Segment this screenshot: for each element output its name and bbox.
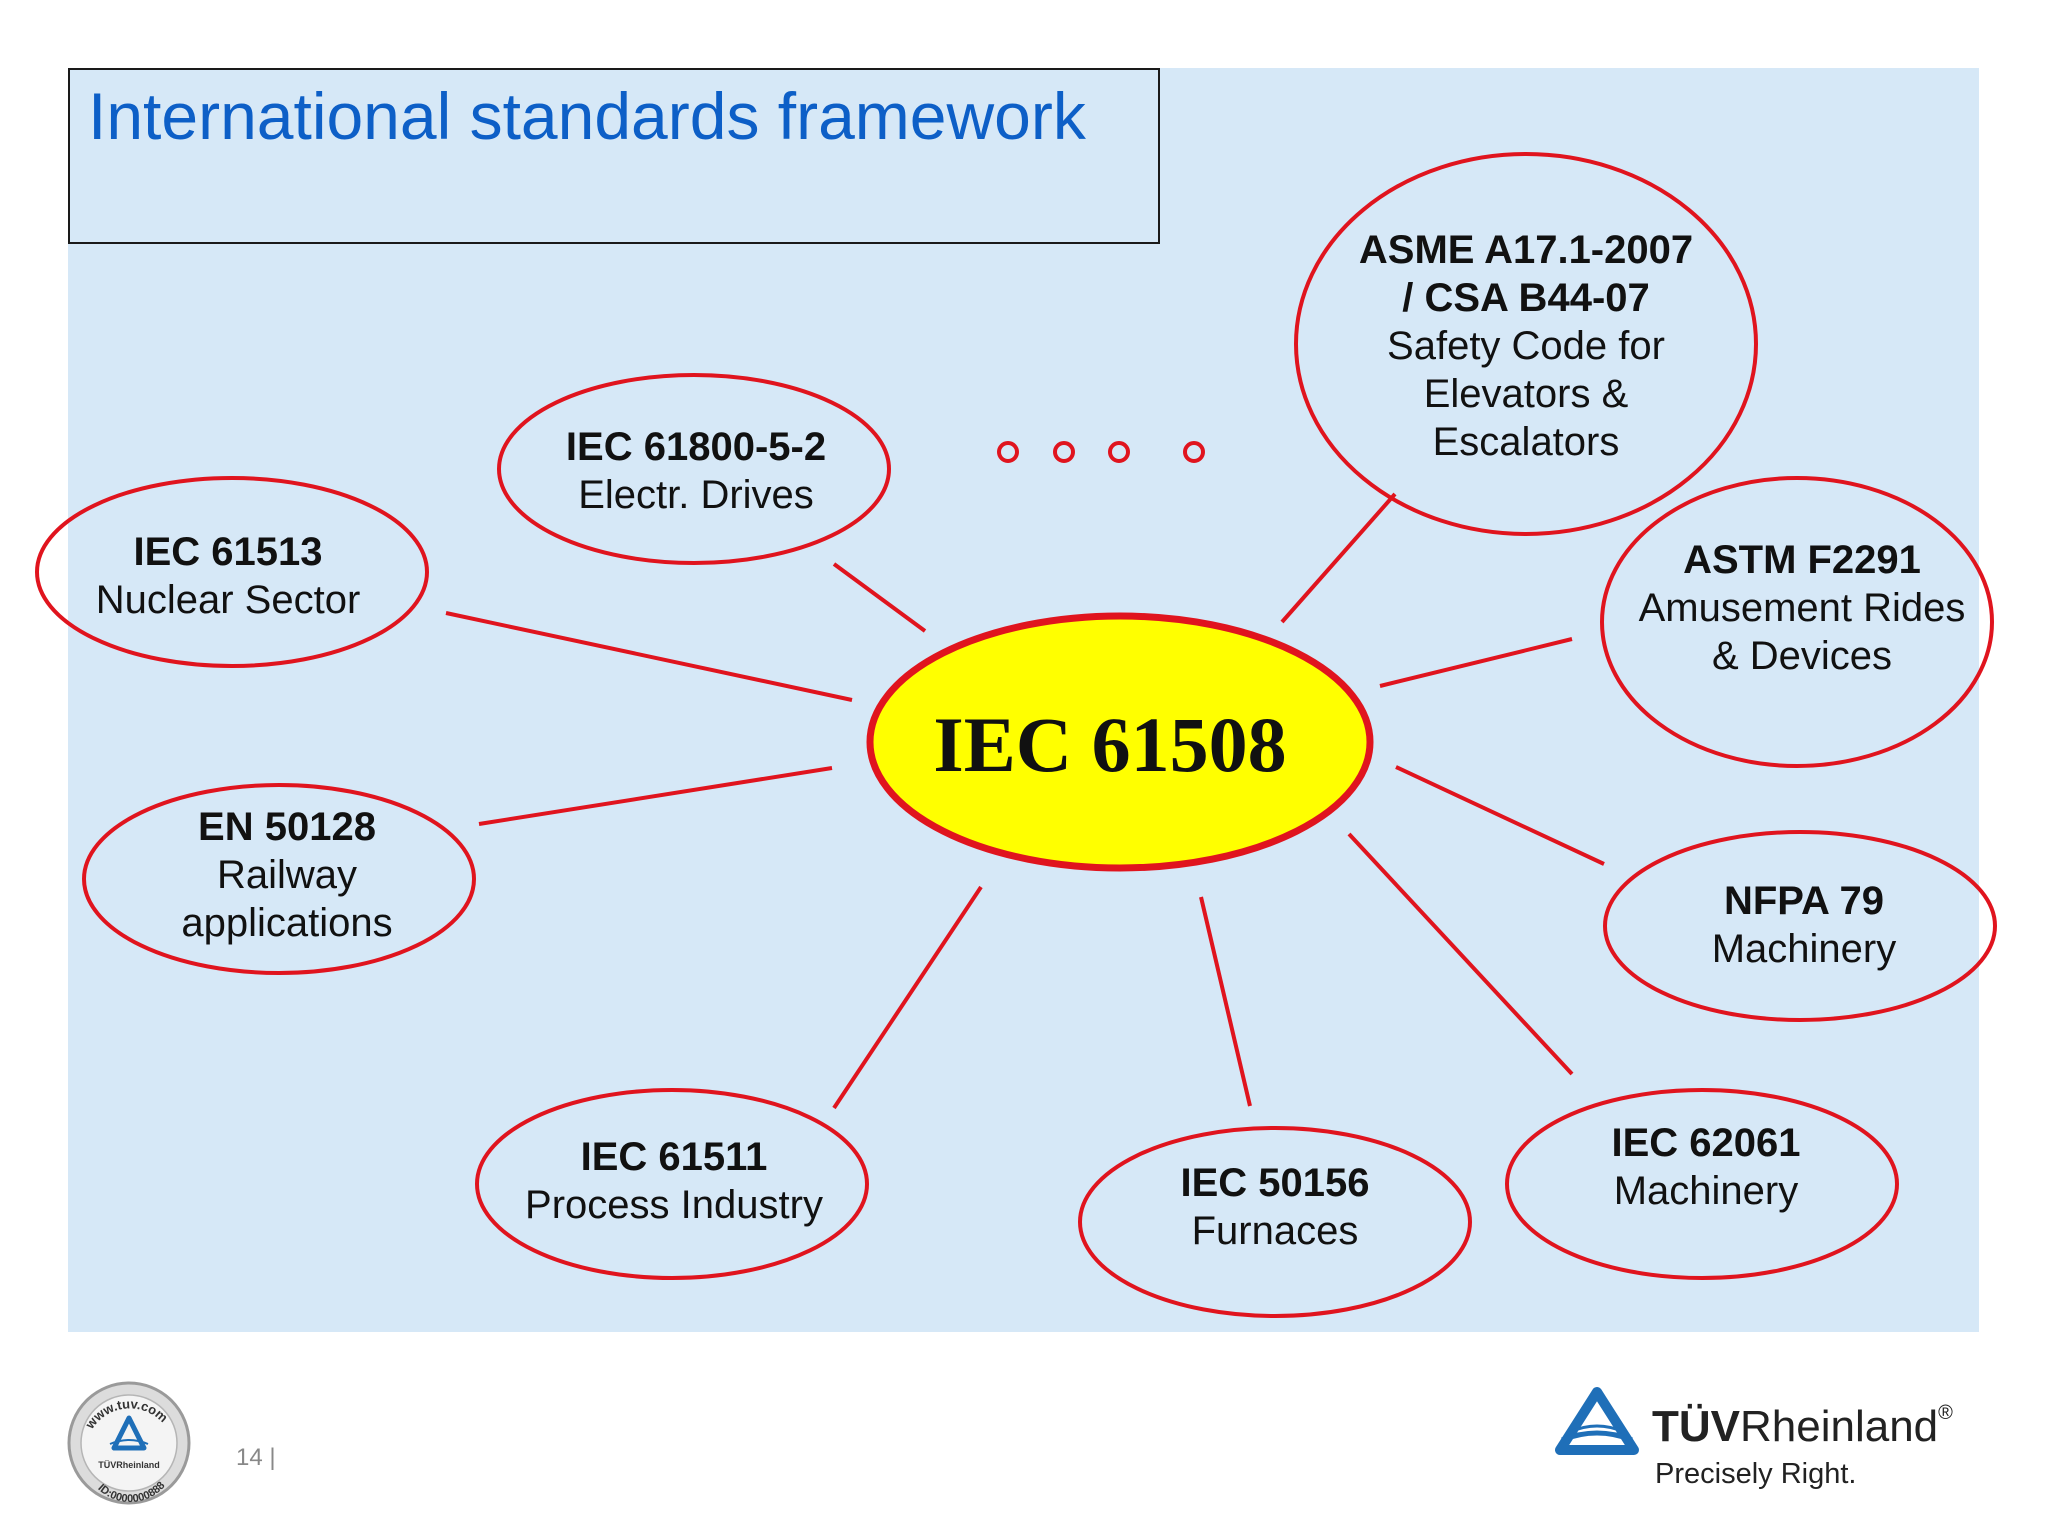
node-ellipse-iec61800 — [497, 373, 891, 565]
node-title: IEC 61800-5-2 — [565, 425, 827, 469]
node-iec50156: IEC 50156 Furnaces — [1083, 1159, 1467, 1255]
node-subtitle: Amusement Rides — [1638, 586, 1966, 630]
node-iec61511: IEC 61511 Process Industry — [472, 1133, 876, 1229]
tuv-logo-icon — [1555, 1387, 1639, 1455]
connector-line — [1379, 637, 1573, 688]
node-title: ASME A17.1-2007 — [1358, 228, 1694, 272]
node-title-line2: / CSA B44-07 — [1402, 276, 1650, 320]
ellipsis-dot — [1183, 441, 1205, 463]
brand-bold: TÜV — [1652, 1402, 1740, 1451]
node-subtitle: Safety Code for — [1387, 324, 1665, 368]
node-subtitle: Machinery — [1613, 1169, 1799, 1213]
connector-line — [832, 562, 927, 633]
connector-line — [832, 885, 983, 1110]
registered-mark: ® — [1938, 1402, 1953, 1424]
node-en50128: EN 50128 Railway applications — [95, 803, 479, 947]
node-astm: ASTM F2291 Amusement Rides & Devices — [1602, 536, 2002, 680]
node-subtitle: Furnaces — [1191, 1209, 1359, 1253]
node-ellipse-iec61513 — [35, 476, 429, 668]
connector-line — [1280, 492, 1397, 624]
node-nfpa79: NFPA 79 Machinery — [1612, 877, 1996, 973]
node-title: IEC 61511 — [580, 1135, 768, 1179]
node-title: NFPA 79 — [1723, 879, 1885, 923]
node-subtitle: Electr. Drives — [578, 473, 814, 517]
node-subtitle: Process Industry — [525, 1183, 823, 1227]
ellipsis-dot — [1108, 441, 1130, 463]
brand-slogan: Precisely Right. — [1655, 1458, 1857, 1490]
node-title: EN 50128 — [198, 805, 376, 849]
node-subtitle: Nuclear Sector — [95, 578, 361, 622]
node-ellipse-en50128 — [82, 783, 476, 975]
node-subtitle: Machinery — [1711, 927, 1897, 971]
node-ellipse-asme — [1294, 152, 1758, 536]
seal-brand: TÜVRheinland — [98, 1460, 160, 1470]
node-iec62061: IEC 62061 Machinery — [1514, 1119, 1898, 1215]
node-ellipse-nfpa79 — [1603, 830, 1997, 1022]
node-ellipse-iec61511 — [475, 1088, 869, 1280]
node-subtitle: Railway — [216, 853, 358, 897]
tuv-certification-seal: www.tuv.com TÜVRheinland ID:0000000888 — [67, 1381, 191, 1505]
node-ellipse-astm — [1600, 476, 1994, 768]
node-title: ASTM F2291 — [1683, 538, 1921, 582]
node-iec61513: IEC 61513 Nuclear Sector — [36, 528, 420, 624]
center-ellipse — [866, 612, 1374, 872]
ellipsis-dot — [997, 441, 1019, 463]
node-title: IEC 61513 — [133, 530, 323, 574]
connector-line — [1199, 896, 1252, 1107]
node-iec61800: IEC 61800-5-2 Electr. Drives — [500, 423, 892, 519]
node-title: IEC 62061 — [1611, 1121, 1801, 1165]
brand-rest: Rheinland — [1740, 1402, 1939, 1451]
node-title: IEC 50156 — [1180, 1161, 1370, 1205]
node-subtitle-line2: & Devices — [1711, 634, 1893, 678]
node-subtitle-line2: Elevators & — [1423, 372, 1629, 416]
seal-triangle-icon — [111, 1415, 147, 1451]
node-ellipse-iec62061 — [1505, 1088, 1899, 1280]
title-box — [68, 68, 1160, 244]
node-subtitle-line3: Escalators — [1432, 420, 1620, 464]
page-title: International standards framework — [88, 79, 1086, 153]
node-subtitle-line2: applications — [181, 901, 393, 945]
page-number: 14 | — [236, 1444, 276, 1471]
center-label: IEC 61508 — [933, 701, 1287, 788]
ellipsis-dot — [1053, 441, 1075, 463]
connector-line — [478, 766, 833, 826]
brand-name: TÜVRheinland® — [1652, 1402, 1953, 1452]
node-ellipse-iec50156 — [1078, 1126, 1472, 1318]
node-asme: ASME A17.1-2007 / CSA B44-07 Safety Code… — [1306, 226, 1746, 466]
connector-line — [1395, 765, 1605, 866]
connector-line — [445, 611, 853, 702]
connector-line — [1347, 832, 1574, 1076]
